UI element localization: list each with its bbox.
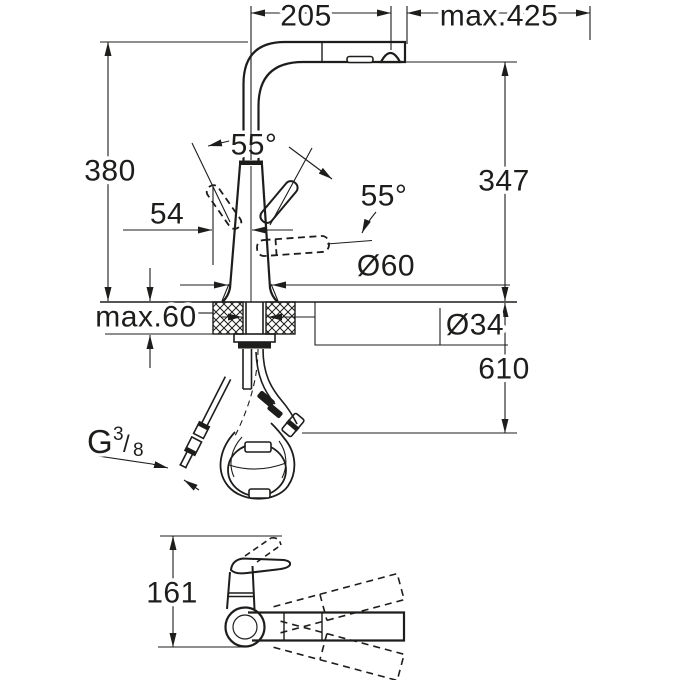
angle-dimension-55-upper: 55° <box>191 125 333 226</box>
hose-centerline-dashed <box>234 348 259 437</box>
spray-head <box>379 51 402 64</box>
faucet-body-outline <box>221 40 407 303</box>
handle-lever-dashed-joint <box>274 239 278 256</box>
side-handle-dashed-raised <box>244 536 282 563</box>
dimension-dia60: Ø60 <box>180 246 510 302</box>
dimension-347: 347 <box>400 61 533 301</box>
dimension-max60: max.60 <box>92 268 213 368</box>
dimension-610: 610 <box>475 303 533 433</box>
supply-tube-left <box>242 349 253 390</box>
supply-pipe-diagonal <box>179 376 232 469</box>
handle-position-reference-line <box>326 239 373 245</box>
thread-leader-line <box>97 455 153 465</box>
angle-arc-arrow-right <box>288 146 333 180</box>
dim-label-161: 161 <box>146 577 198 610</box>
hose-fitting-band-1 <box>257 390 275 408</box>
handle-positions <box>205 180 373 257</box>
pipe-body <box>201 376 232 427</box>
side-body-joint <box>228 592 254 598</box>
angle-label-upper: 55° <box>231 129 278 162</box>
thread-denominator: 8 <box>133 440 144 461</box>
under-counter-assembly <box>233 302 517 438</box>
angle-line-left <box>191 142 231 223</box>
side-faucet-body <box>224 536 406 648</box>
dimension-161: 161 <box>143 535 282 648</box>
dimension-380: 380 <box>81 41 248 301</box>
dim-label-dia60: Ø60 <box>357 250 415 283</box>
dim-label-347: 347 <box>478 165 530 198</box>
weight-clip-bottom <box>248 488 271 499</box>
side-swivel-range <box>273 572 406 680</box>
dim-label-610: 610 <box>478 353 530 386</box>
hose-weight-loop <box>219 422 296 500</box>
handle-lever-solid <box>259 180 299 224</box>
angle-line-right <box>269 147 313 226</box>
weight-seam-line <box>228 462 287 470</box>
pipe-nipple <box>179 451 194 469</box>
side-spout-joints <box>283 612 323 641</box>
spray-hose-outer <box>262 348 298 425</box>
mounting-flange <box>233 333 276 343</box>
thread-label-g38: G 3 / 8 <box>84 420 200 491</box>
dim-label-max425: max.425 <box>440 0 559 33</box>
side-handle-solid <box>229 557 292 575</box>
angle-leader-arrow <box>361 211 377 234</box>
angle-dimension-55-lower: 55° <box>357 176 410 234</box>
side-view: 161 <box>143 535 406 680</box>
mounting-nut <box>238 342 271 349</box>
pipe-collar-1-band <box>197 421 210 431</box>
dimension-dia34: Ø34 <box>221 302 508 346</box>
loop-outline <box>219 422 296 500</box>
dimension-54: 54 <box>123 186 293 265</box>
thread-arrow-left <box>151 461 169 469</box>
counter-hatch-left <box>212 301 244 335</box>
hose-clip-detail <box>346 55 374 64</box>
side-spout-bar <box>248 611 406 642</box>
side-swivel-inner <box>232 614 258 640</box>
dimension-max425: max.425 <box>406 0 591 44</box>
hose-end-connector-band <box>285 418 300 432</box>
thread-numerator: 3 <box>113 424 124 445</box>
weight-clip-top <box>244 441 272 453</box>
dimension-205: 205 <box>250 0 392 160</box>
dim-label-dia34: Ø34 <box>446 309 504 342</box>
counter-hatch-right <box>265 301 296 335</box>
thread-g: G <box>87 423 113 460</box>
swivel-dashed-upper <box>273 572 406 634</box>
thread-slash: / <box>123 431 130 458</box>
handle-lever-dashed-left <box>205 184 243 230</box>
hose-fitting-band-2 <box>267 403 283 419</box>
front-view: 55° 55° 205 max.425 380 <box>81 0 591 500</box>
angle-label-lower: 55° <box>361 180 408 213</box>
mounting-shank <box>245 302 264 334</box>
angle-arc-arrow-left <box>207 137 243 147</box>
handle-housing-cap <box>239 160 263 165</box>
thread-arrow-right <box>183 479 200 491</box>
dim-label-max60: max.60 <box>95 301 196 334</box>
side-swivel-base <box>224 606 266 648</box>
dim-label-205: 205 <box>280 0 332 33</box>
pipe-collar-2-band <box>184 446 197 456</box>
swivel-dashed-lower <box>273 620 406 680</box>
dim-label-380: 380 <box>84 155 136 188</box>
leader-dia34 <box>314 302 508 346</box>
body-cone-right-edge <box>260 164 279 303</box>
dim-label-54: 54 <box>150 198 184 231</box>
side-body-block <box>226 565 256 610</box>
spout-tube-outline <box>242 40 407 161</box>
body-cone-left-edge <box>221 164 242 303</box>
